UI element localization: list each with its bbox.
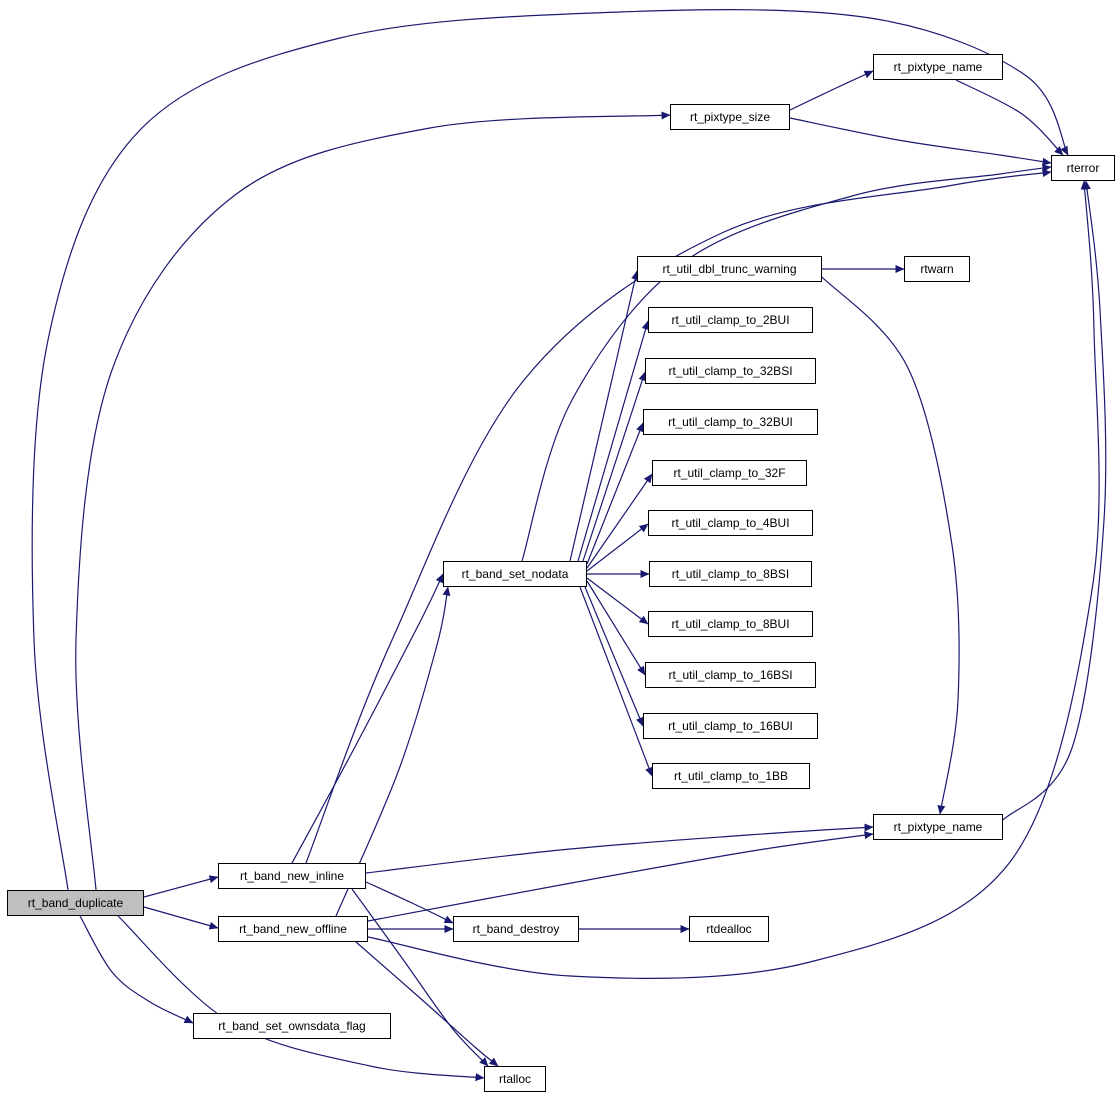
node-c32bui[interactable]: rt_util_clamp_to_32BUI xyxy=(643,409,818,435)
node-c1bb[interactable]: rt_util_clamp_to_1BB xyxy=(652,763,810,789)
edge-set_nodata-c32bsi xyxy=(582,371,647,562)
node-pixtype_size[interactable]: rt_pixtype_size xyxy=(670,104,790,130)
edge-set_nodata-c32f xyxy=(586,473,653,569)
edge-new_inline-rtalloc xyxy=(351,888,489,1067)
node-rtdealloc[interactable]: rtdealloc xyxy=(689,916,769,942)
node-destroy[interactable]: rt_band_destroy xyxy=(453,916,579,942)
node-c8bsi[interactable]: rt_util_clamp_to_8BSI xyxy=(649,561,812,587)
edge-set_nodata-c16bui xyxy=(584,586,644,727)
node-c2bui[interactable]: rt_util_clamp_to_2BUI xyxy=(648,307,813,333)
edge-new_offline-rterror xyxy=(367,180,1100,980)
edge-new_inline-destroy xyxy=(365,881,454,924)
node-c32bsi[interactable]: rt_util_clamp_to_32BSI xyxy=(645,358,816,384)
node-new_offline[interactable]: rt_band_new_offline xyxy=(218,916,368,942)
edge-set_nodata-rterror xyxy=(521,164,1052,562)
edge-pixtype_size-rterror xyxy=(789,117,1052,166)
node-dbl_trunc[interactable]: rt_util_dbl_trunc_warning xyxy=(637,256,822,282)
edge-duplicate-ownsdata xyxy=(79,915,194,1024)
edge-set_nodata-c16bsi xyxy=(586,580,646,676)
edge-set_nodata-c1bb xyxy=(579,586,653,777)
edge-new_inline-pixtype_name_b xyxy=(365,823,874,874)
edge-duplicate-rterror xyxy=(31,9,1069,891)
edge-set_nodata-c8bui xyxy=(586,577,649,625)
node-c32f[interactable]: rt_util_clamp_to_32F xyxy=(652,460,807,486)
node-pixtype_name_b[interactable]: rt_pixtype_name xyxy=(873,814,1003,840)
edge-set_nodata-c2bui xyxy=(577,320,650,562)
edge-set_nodata-c32bui xyxy=(586,422,644,565)
edge-pixtype_size-pixtype_name_t xyxy=(789,70,874,111)
node-duplicate: rt_band_duplicate xyxy=(7,890,144,916)
edge-duplicate-new_inline xyxy=(143,875,219,898)
edge-new_offline-rtalloc xyxy=(355,941,499,1067)
edge-duplicate-pixtype_size xyxy=(75,111,671,891)
node-set_nodata[interactable]: rt_band_set_nodata xyxy=(443,561,587,587)
node-c4bui[interactable]: rt_util_clamp_to_4BUI xyxy=(648,510,813,536)
node-pixtype_name_t[interactable]: rt_pixtype_name xyxy=(873,54,1003,80)
edge-pixtype_name_b-rterror xyxy=(1002,180,1107,821)
node-rtalloc[interactable]: rtalloc xyxy=(484,1066,546,1092)
edge-new_inline-set_nodata xyxy=(291,573,444,864)
edge-pixtype_name_t-rterror xyxy=(955,79,1064,156)
node-new_inline[interactable]: rt_band_new_inline xyxy=(218,863,366,889)
node-rterror[interactable]: rterror xyxy=(1051,155,1115,181)
node-rtwarn[interactable]: rtwarn xyxy=(904,256,970,282)
edge-new_offline-pixtype_name_b xyxy=(367,831,874,922)
edge-dbl_trunc-pixtype_name_b xyxy=(821,276,960,815)
node-c8bui[interactable]: rt_util_clamp_to_8BUI xyxy=(648,611,813,637)
node-ownsdata[interactable]: rt_band_set_ownsdata_flag xyxy=(193,1013,391,1039)
edge-set_nodata-dbl_trunc xyxy=(569,270,639,562)
edge-duplicate-rtalloc xyxy=(117,915,485,1082)
edge-set_nodata-c4bui xyxy=(586,523,649,572)
node-c16bui[interactable]: rt_util_clamp_to_16BUI xyxy=(643,713,818,739)
edge-duplicate-new_offline xyxy=(143,906,219,930)
node-c16bsi[interactable]: rt_util_clamp_to_16BSI xyxy=(645,662,816,688)
edge-new_inline-rterror xyxy=(305,169,1052,864)
